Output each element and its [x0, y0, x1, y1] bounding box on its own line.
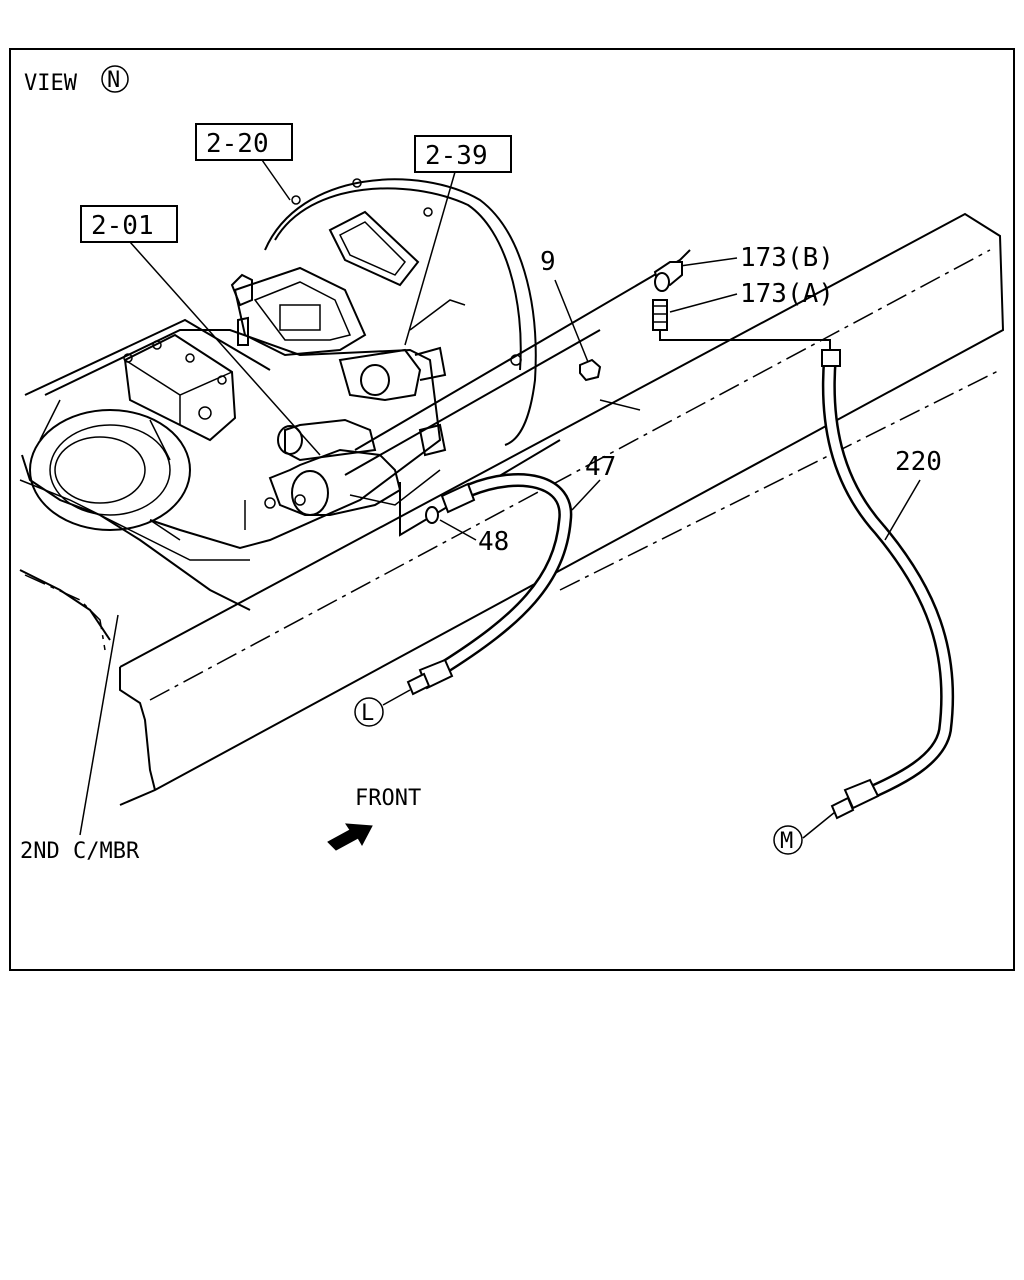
leader-173a	[669, 293, 738, 313]
part-9-label: 9	[540, 247, 556, 277]
leader-220	[884, 479, 921, 541]
part-47-label: 47	[585, 452, 616, 482]
leader-2-20	[261, 159, 291, 201]
leader-l	[382, 689, 411, 706]
hose-220[interactable]	[821, 349, 955, 820]
svg-text:M: M	[780, 829, 793, 854]
view-label: VIEW	[24, 71, 78, 96]
leader-47	[571, 479, 601, 511]
connector-m: M	[773, 825, 803, 855]
part-48-label: 48	[478, 527, 509, 557]
leader-9	[554, 279, 589, 363]
part-173b-label: 173(B)	[740, 243, 834, 273]
leader-48	[439, 519, 477, 541]
svg-text:N: N	[107, 68, 120, 93]
leader-2-39	[404, 171, 456, 346]
svg-text:2-01: 2-01	[91, 211, 154, 241]
transmission	[29, 178, 537, 550]
nut-9	[579, 358, 602, 382]
part-220-label: 220	[895, 447, 942, 477]
washer-48	[425, 506, 439, 524]
part-173a-label: 173(A)	[740, 279, 834, 309]
svg-text:2-20: 2-20	[206, 129, 269, 159]
svg-text:2-39: 2-39	[425, 141, 488, 171]
bracket	[344, 249, 691, 537]
front-arrow-icon	[327, 823, 373, 851]
hose-47[interactable]	[406, 473, 573, 696]
leader-2-01	[129, 241, 321, 456]
frame-rail	[119, 212, 1005, 806]
elbow-173b	[653, 261, 683, 292]
ref-2-20[interactable]: 2-20	[195, 123, 293, 161]
ref-2-39[interactable]: 2-39	[414, 135, 512, 173]
connector-l: L	[354, 697, 384, 727]
ref-2-01[interactable]: 2-01	[80, 205, 178, 243]
front-label: FRONT	[355, 786, 421, 811]
bracket-line-173	[659, 330, 831, 355]
cross-member-label: 2ND C/MBR	[20, 839, 140, 864]
leader-173b	[679, 257, 738, 267]
leader-m	[802, 811, 836, 839]
union-173a	[652, 299, 668, 331]
leader-2nd-cmbr	[79, 614, 119, 836]
diagram-frame	[9, 48, 1015, 971]
view-marker: N	[101, 65, 129, 93]
svg-text:L: L	[361, 701, 374, 726]
